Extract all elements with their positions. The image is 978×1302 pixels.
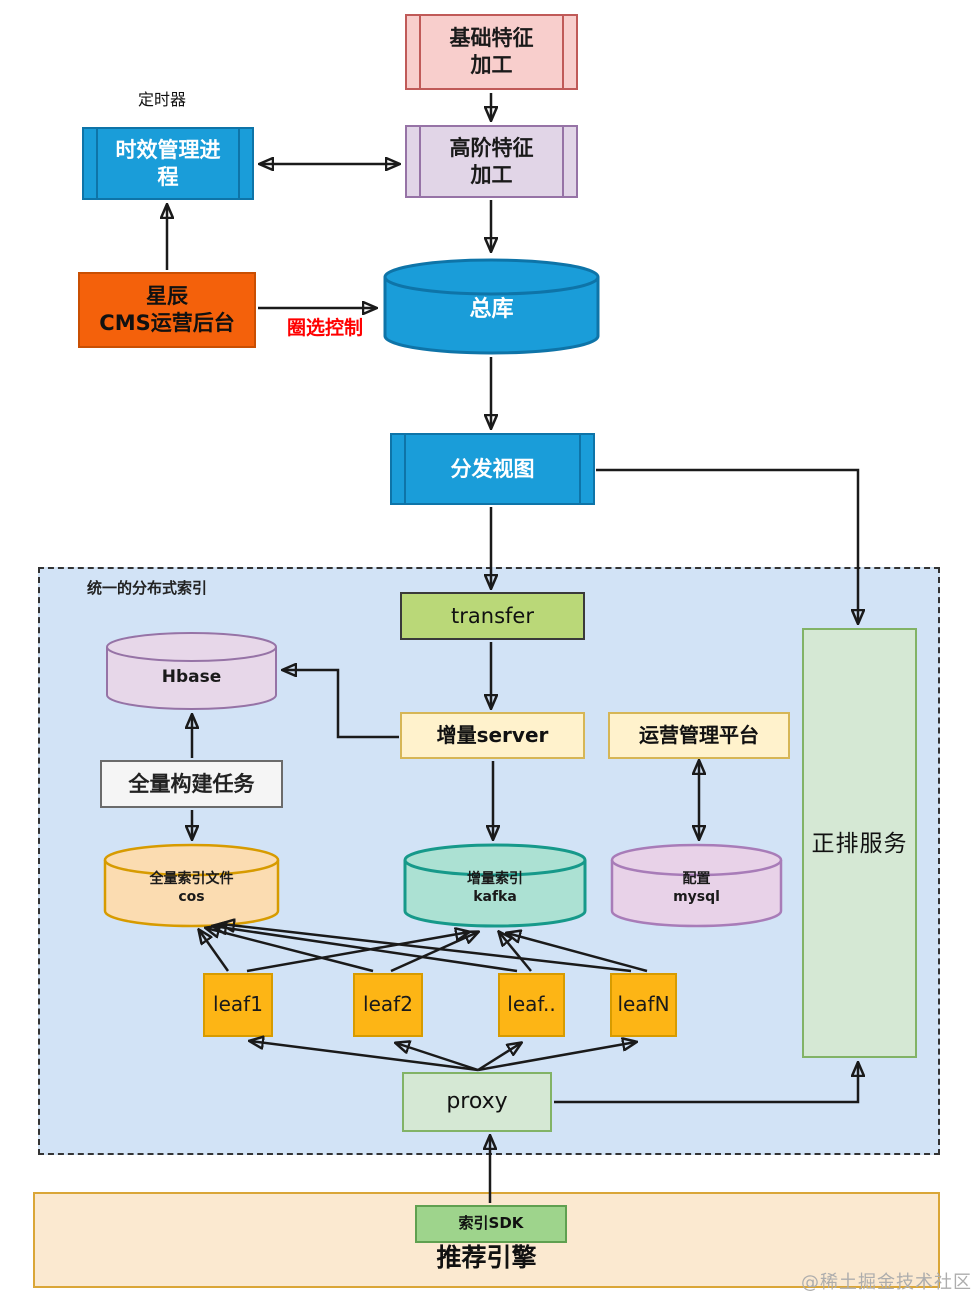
- node-forward-rank-service: 正排服务: [802, 628, 917, 1058]
- node-dispatch-view: 分发视图: [390, 433, 595, 505]
- full-build-task-label: 全量构建任务: [128, 771, 255, 796]
- cylinder-shape: [103, 843, 280, 928]
- node-leaf-more: leaf..: [498, 973, 565, 1037]
- node-mysql-cylinder: 配置 mysql: [610, 843, 783, 928]
- node-hbase-cylinder: Hbase: [105, 631, 278, 711]
- cos-label: 全量索引文件 cos: [149, 871, 234, 905]
- node-kafka-cylinder: 增量索引 kafka: [403, 843, 587, 928]
- kafka-label: 增量索引 kafka: [467, 871, 523, 905]
- container-title: 统一的分布式索引: [87, 579, 208, 597]
- node-operation-management-platform: 运营管理平台: [608, 712, 790, 759]
- node-proxy: proxy: [402, 1072, 552, 1132]
- leaf1-label: leaf1: [213, 992, 263, 1017]
- leaf-more-label: leaf..: [507, 992, 556, 1017]
- node-high-order-feature-processing: 高阶特征 加工: [405, 125, 578, 198]
- watermark: @稀土掘金技术社区: [801, 1272, 972, 1293]
- node-basic-feature-processing: 基础特征 加工: [405, 14, 578, 90]
- proxy-label: proxy: [446, 1088, 508, 1114]
- node-cos-cylinder: 全量索引文件 cos: [103, 843, 280, 928]
- node-leaf1: leaf1: [203, 973, 273, 1037]
- hbase-label: Hbase: [161, 667, 222, 687]
- high-order-feature-label: 高阶特征 加工: [449, 135, 534, 187]
- node-timeliness-management-process: 时效管理进 程: [82, 127, 254, 200]
- leaf2-label: leaf2: [363, 992, 413, 1017]
- node-incremental-server: 增量server: [400, 712, 585, 759]
- node-leafN: leafN: [610, 973, 677, 1037]
- recommend-engine-label: 推荐引擎: [436, 1243, 537, 1272]
- timer-label: 定时器: [138, 90, 187, 109]
- incremental-server-label: 增量server: [436, 722, 549, 747]
- timeliness-process-label: 时效管理进 程: [115, 137, 221, 189]
- cylinder-shape: [383, 258, 600, 355]
- mysql-label: 配置 mysql: [673, 871, 720, 905]
- transfer-label: transfer: [451, 603, 534, 628]
- cylinder-shape: [106, 632, 277, 710]
- ops-platform-label: 运营管理平台: [639, 722, 759, 747]
- selection-control-label: 圈选控制: [286, 317, 363, 339]
- node-cms-operation-backend: 星辰 CMS运营后台: [78, 272, 256, 348]
- leafN-label: leafN: [617, 992, 670, 1017]
- node-master-db-cylinder: 总库: [383, 258, 600, 355]
- node-full-build-task: 全量构建任务: [100, 760, 283, 808]
- node-index-sdk: 索引SDK: [415, 1205, 567, 1243]
- node-leaf2: leaf2: [353, 973, 423, 1037]
- basic-feature-label: 基础特征 加工: [449, 26, 534, 77]
- master-db-label: 总库: [469, 297, 514, 322]
- node-transfer: transfer: [400, 592, 585, 640]
- cylinder-shape: [610, 843, 783, 928]
- forward-rank-label: 正排服务: [811, 831, 908, 857]
- index-sdk-label: 索引SDK: [458, 1214, 524, 1233]
- cms-backend-label: 星辰 CMS运营后台: [99, 284, 235, 335]
- node-recommend-engine: 推荐引擎: [33, 1192, 940, 1288]
- dispatch-view-label: 分发视图: [450, 456, 535, 481]
